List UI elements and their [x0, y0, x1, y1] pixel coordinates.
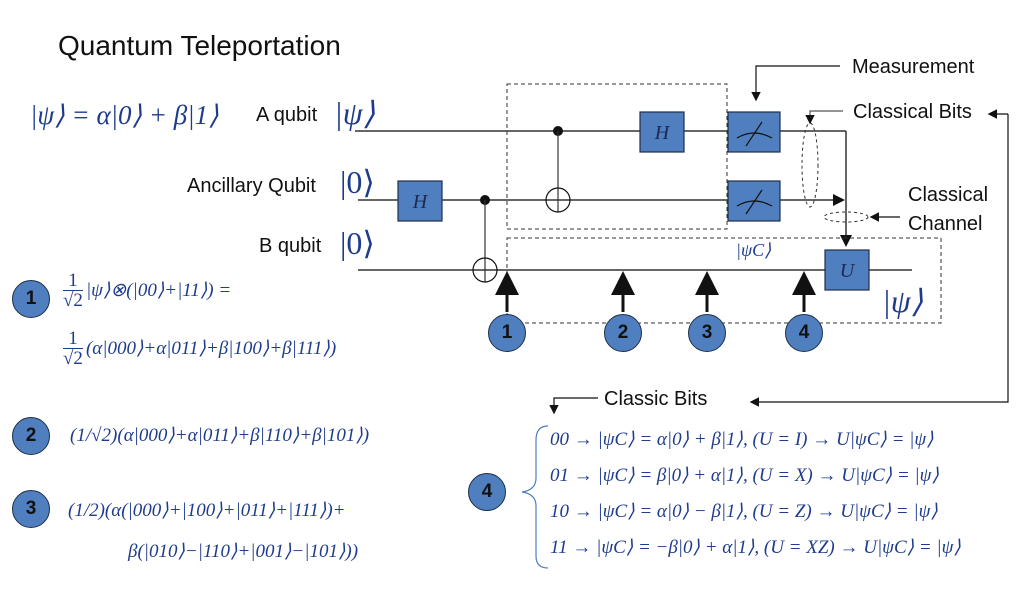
classical-bits-label: Classical Bits	[853, 101, 972, 123]
step-badge-1: 1	[12, 280, 50, 318]
circuit-step-badge-4: 4	[785, 314, 823, 352]
classic-bits-pointer	[549, 397, 598, 415]
intermediate-state: |ψC⟩	[736, 240, 772, 260]
step-1-line-2: 1√2(α|000⟩+α|011⟩+β|100⟩+β|111⟩)	[63, 329, 337, 369]
circuit-step-badge-1: 1	[488, 314, 526, 352]
step-4-case-00: 00 → |ψC⟩ = α|0⟩ + β|1⟩, (U = I) → U|ψC⟩…	[550, 429, 934, 450]
hadamard-gate-ancillary	[397, 180, 443, 222]
bell-measurement-box	[506, 83, 728, 230]
classical-channel-label-2: Channel	[908, 213, 983, 235]
step-3-line-2: β(|010⟩−|110⟩+|001⟩−|101⟩))	[128, 541, 359, 562]
output-state: |ψ⟩	[882, 283, 924, 319]
step-badge-2: 2	[12, 417, 50, 455]
ancillary-qubit-state: |0⟩	[340, 164, 375, 200]
step-4-case-01: 01 → |ψC⟩ = β|0⟩ + α|1⟩, (U = X) → U|ψC⟩…	[550, 465, 939, 486]
step-badge-3: 3	[12, 490, 50, 528]
classic-bits-connector	[749, 114, 1009, 407]
state-definition: |ψ⟩ = α|0⟩ + β|1⟩	[30, 100, 219, 130]
correction-box	[506, 237, 942, 324]
measurement-label: Measurement	[852, 56, 975, 78]
step-1-line-1: 1√2|ψ⟩⊗(|00⟩+|11⟩) =	[63, 271, 232, 311]
fraction-numerator: 1	[63, 329, 83, 349]
measurement-gate-a	[727, 111, 781, 153]
page-title: Quantum Teleportation	[58, 30, 341, 61]
hadamard-label: H	[654, 122, 671, 144]
fraction-denominator: √2	[63, 290, 83, 311]
step-4-case-11: 11 → |ψC⟩ = −β|0⟩ + α|1⟩, (U = XZ) → U|ψ…	[550, 537, 961, 558]
unitary-label: U	[840, 260, 856, 282]
circuit-step-badge-3: 3	[688, 314, 726, 352]
circuit-step-badge-2: 2	[604, 314, 642, 352]
qubit-a-state: |ψ⟩	[334, 95, 376, 131]
measurement-pointer	[751, 65, 840, 102]
fraction-denominator: √2	[63, 348, 83, 369]
classical-bits-pointer	[805, 110, 843, 125]
fraction-numerator: 1	[63, 271, 83, 291]
step-4-case-10: 10 → |ψC⟩ = α|0⟩ − β|1⟩, (U = Z) → U|ψC⟩…	[550, 501, 938, 522]
qubit-a-label: A qubit	[256, 104, 318, 126]
cnot-target-icon	[472, 257, 498, 283]
step-3-line-1: (1/2)(α(|000⟩+|100⟩+|011⟩+|111⟩)+	[68, 500, 346, 521]
step-1-expansion: (α|000⟩+α|011⟩+β|100⟩+β|111⟩)	[85, 337, 337, 359]
cnot-target-icon	[545, 187, 571, 213]
measurement-gate-ancillary	[727, 180, 781, 222]
hadamard-gate-a	[639, 111, 685, 153]
qubit-b-state: |0⟩	[340, 225, 375, 261]
step-1-expression: |ψ⟩⊗(|00⟩+|11⟩) =	[85, 279, 232, 301]
step-badge-4: 4	[468, 473, 506, 511]
hadamard-label: H	[412, 191, 429, 213]
unitary-gate	[824, 249, 870, 291]
brace	[521, 425, 549, 569]
classical-channel-ellipse	[823, 211, 869, 223]
qubit-b-label: B qubit	[259, 235, 322, 257]
classical-channel-label-1: Classical	[908, 184, 989, 206]
classic-bits-label: Classic Bits	[604, 388, 708, 410]
classical-bits-ellipse	[801, 122, 819, 208]
step-2-expression: (1/√2)(α|000⟩+α|011⟩+β|110⟩+β|101⟩)	[70, 425, 370, 446]
ancillary-qubit-label: Ancillary Qubit	[187, 175, 316, 197]
